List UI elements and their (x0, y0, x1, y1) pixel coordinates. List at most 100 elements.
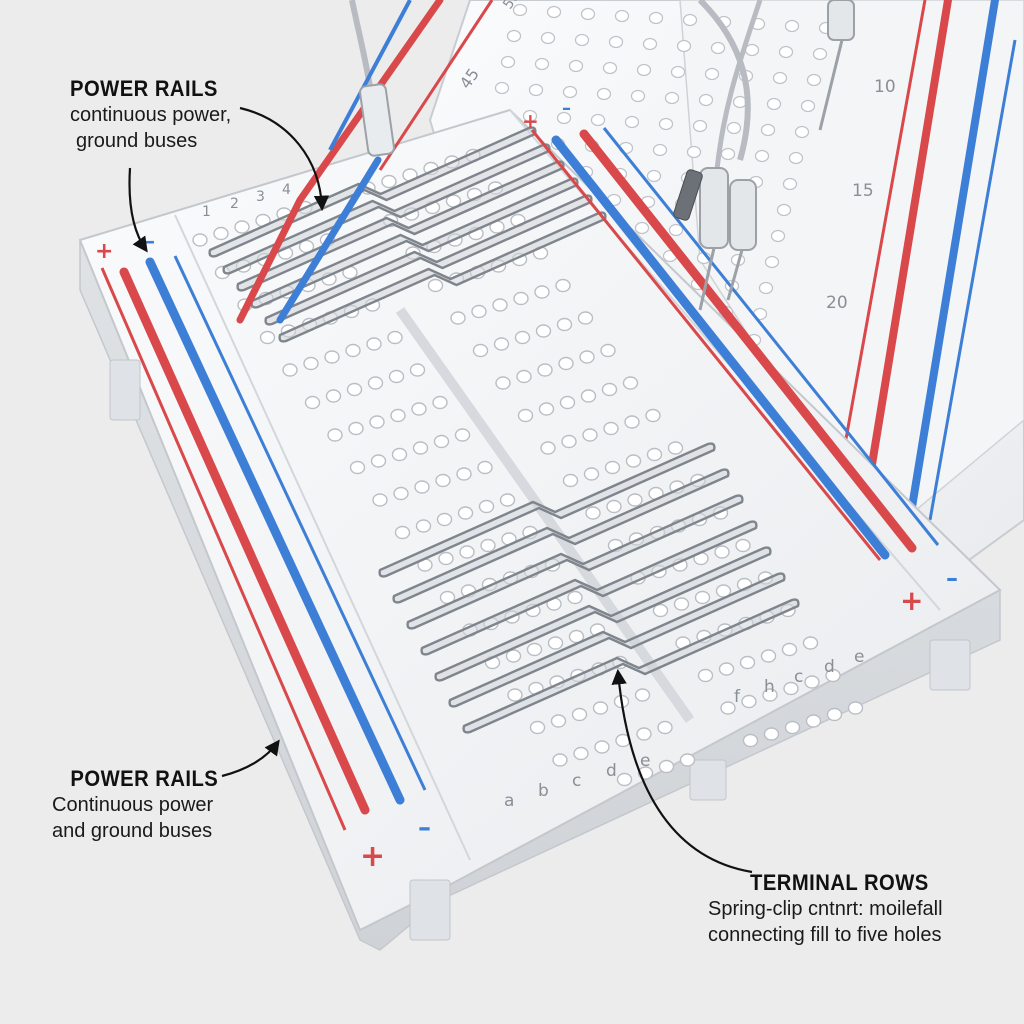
terminal-hole (658, 759, 675, 774)
callout-right-line2: connecting fill to five holes (708, 924, 942, 946)
terminal-hole (646, 447, 663, 462)
wire-connector-1 (359, 83, 395, 157)
terminal-hole (381, 174, 397, 189)
back-hole (766, 97, 782, 111)
callout-top-line2: ground buses (76, 130, 198, 152)
terminal-hole (714, 545, 730, 559)
column-letter: e (640, 751, 650, 771)
row-number-4: 4 (282, 182, 291, 198)
column-letter: c (794, 667, 803, 687)
terminal-hole (526, 642, 543, 657)
terminal-hole (516, 369, 532, 384)
terminal-hole (192, 233, 208, 247)
terminal-hole (571, 707, 588, 722)
back-hole (754, 149, 770, 163)
column-letter: b (538, 781, 549, 801)
component-body-2 (729, 179, 757, 251)
left-rail-red (119, 267, 370, 815)
terminal-hole (667, 441, 684, 455)
terminal-hole (622, 376, 639, 390)
back-hole (676, 39, 692, 53)
terminal-hole (507, 688, 523, 702)
back-hole (574, 33, 590, 47)
terminal-hole (514, 330, 531, 345)
terminal-hole (415, 519, 432, 533)
spring-clip (462, 598, 800, 734)
back-hole (614, 9, 630, 23)
terminal-hole (535, 324, 552, 338)
terminal-hole (697, 668, 714, 683)
back-hole (782, 177, 798, 191)
terminal-hole (345, 343, 361, 358)
back-hole (512, 3, 528, 17)
right-number-20: 20 (826, 293, 848, 313)
terminal-hole (600, 343, 616, 358)
terminal-hole (372, 493, 388, 507)
back-hole (546, 5, 562, 19)
callout-top-line1: continuous power, (70, 104, 232, 126)
terminal-hole (645, 408, 661, 423)
back-hole (704, 67, 720, 81)
terminal-hole (472, 343, 489, 358)
right-power-rails: + – + – (522, 98, 958, 617)
terminal-hole (720, 701, 736, 715)
terminal-hole (499, 493, 516, 507)
back-hole (528, 83, 544, 97)
terminal-hole (783, 681, 799, 696)
terminal-hole (433, 434, 450, 449)
terminal-hole (592, 701, 609, 715)
column-letter: a (504, 791, 514, 811)
back-hole (646, 169, 662, 183)
terminal-hole (826, 707, 843, 722)
column-letter: e (854, 647, 864, 667)
terminal-hole (805, 714, 822, 728)
terminal-hole (492, 298, 508, 312)
terminal-hole (763, 727, 780, 741)
back-hole (494, 81, 510, 95)
terminal-hole (559, 395, 576, 410)
terminal-hole (547, 636, 564, 650)
terminal-hole (367, 376, 384, 390)
left-rail-plus-top: + (95, 239, 113, 264)
back-hole (776, 203, 792, 217)
left-rail-minus-bottom: – (418, 813, 431, 843)
back-hole (534, 57, 550, 71)
component-body-1 (699, 167, 729, 249)
board-foot-right (929, 639, 971, 691)
arrow-terminal-rows (611, 668, 753, 874)
jumper-wire-gray-2 (697, 0, 751, 161)
back-hole (590, 113, 606, 127)
terminal-hole (538, 402, 555, 416)
terminal-hole (324, 350, 340, 364)
left-rail-blue (145, 257, 405, 805)
board-foot-bottom (409, 879, 451, 941)
terminal-hole (346, 382, 363, 397)
back-hole (784, 19, 800, 33)
terminal-hole (505, 649, 522, 663)
terminal-hole (493, 337, 510, 351)
back-hole (668, 223, 684, 237)
left-rail-plus-bottom: + (360, 839, 385, 874)
terminal-hole (477, 460, 493, 475)
terminal-hole (369, 415, 385, 429)
back-hole (812, 47, 828, 61)
right-rail-red (579, 129, 917, 553)
terminal-hole (480, 538, 496, 553)
back-hole (788, 151, 804, 165)
terminal-hole (388, 369, 405, 384)
back-hole (540, 31, 556, 45)
terminal-hole (634, 688, 651, 702)
back-hole (710, 41, 726, 55)
terminal-hole (432, 395, 448, 410)
terminal-hole (409, 363, 426, 377)
back-hole (670, 65, 686, 79)
center-channel (395, 307, 695, 723)
terminal-hole (327, 428, 343, 442)
back-hole (580, 7, 596, 21)
terminal-hole (825, 668, 841, 683)
right-rail-red-thin (530, 129, 882, 561)
terminal-hole (606, 499, 622, 514)
terminal-hole (540, 441, 556, 455)
terminal-hole (457, 506, 474, 520)
